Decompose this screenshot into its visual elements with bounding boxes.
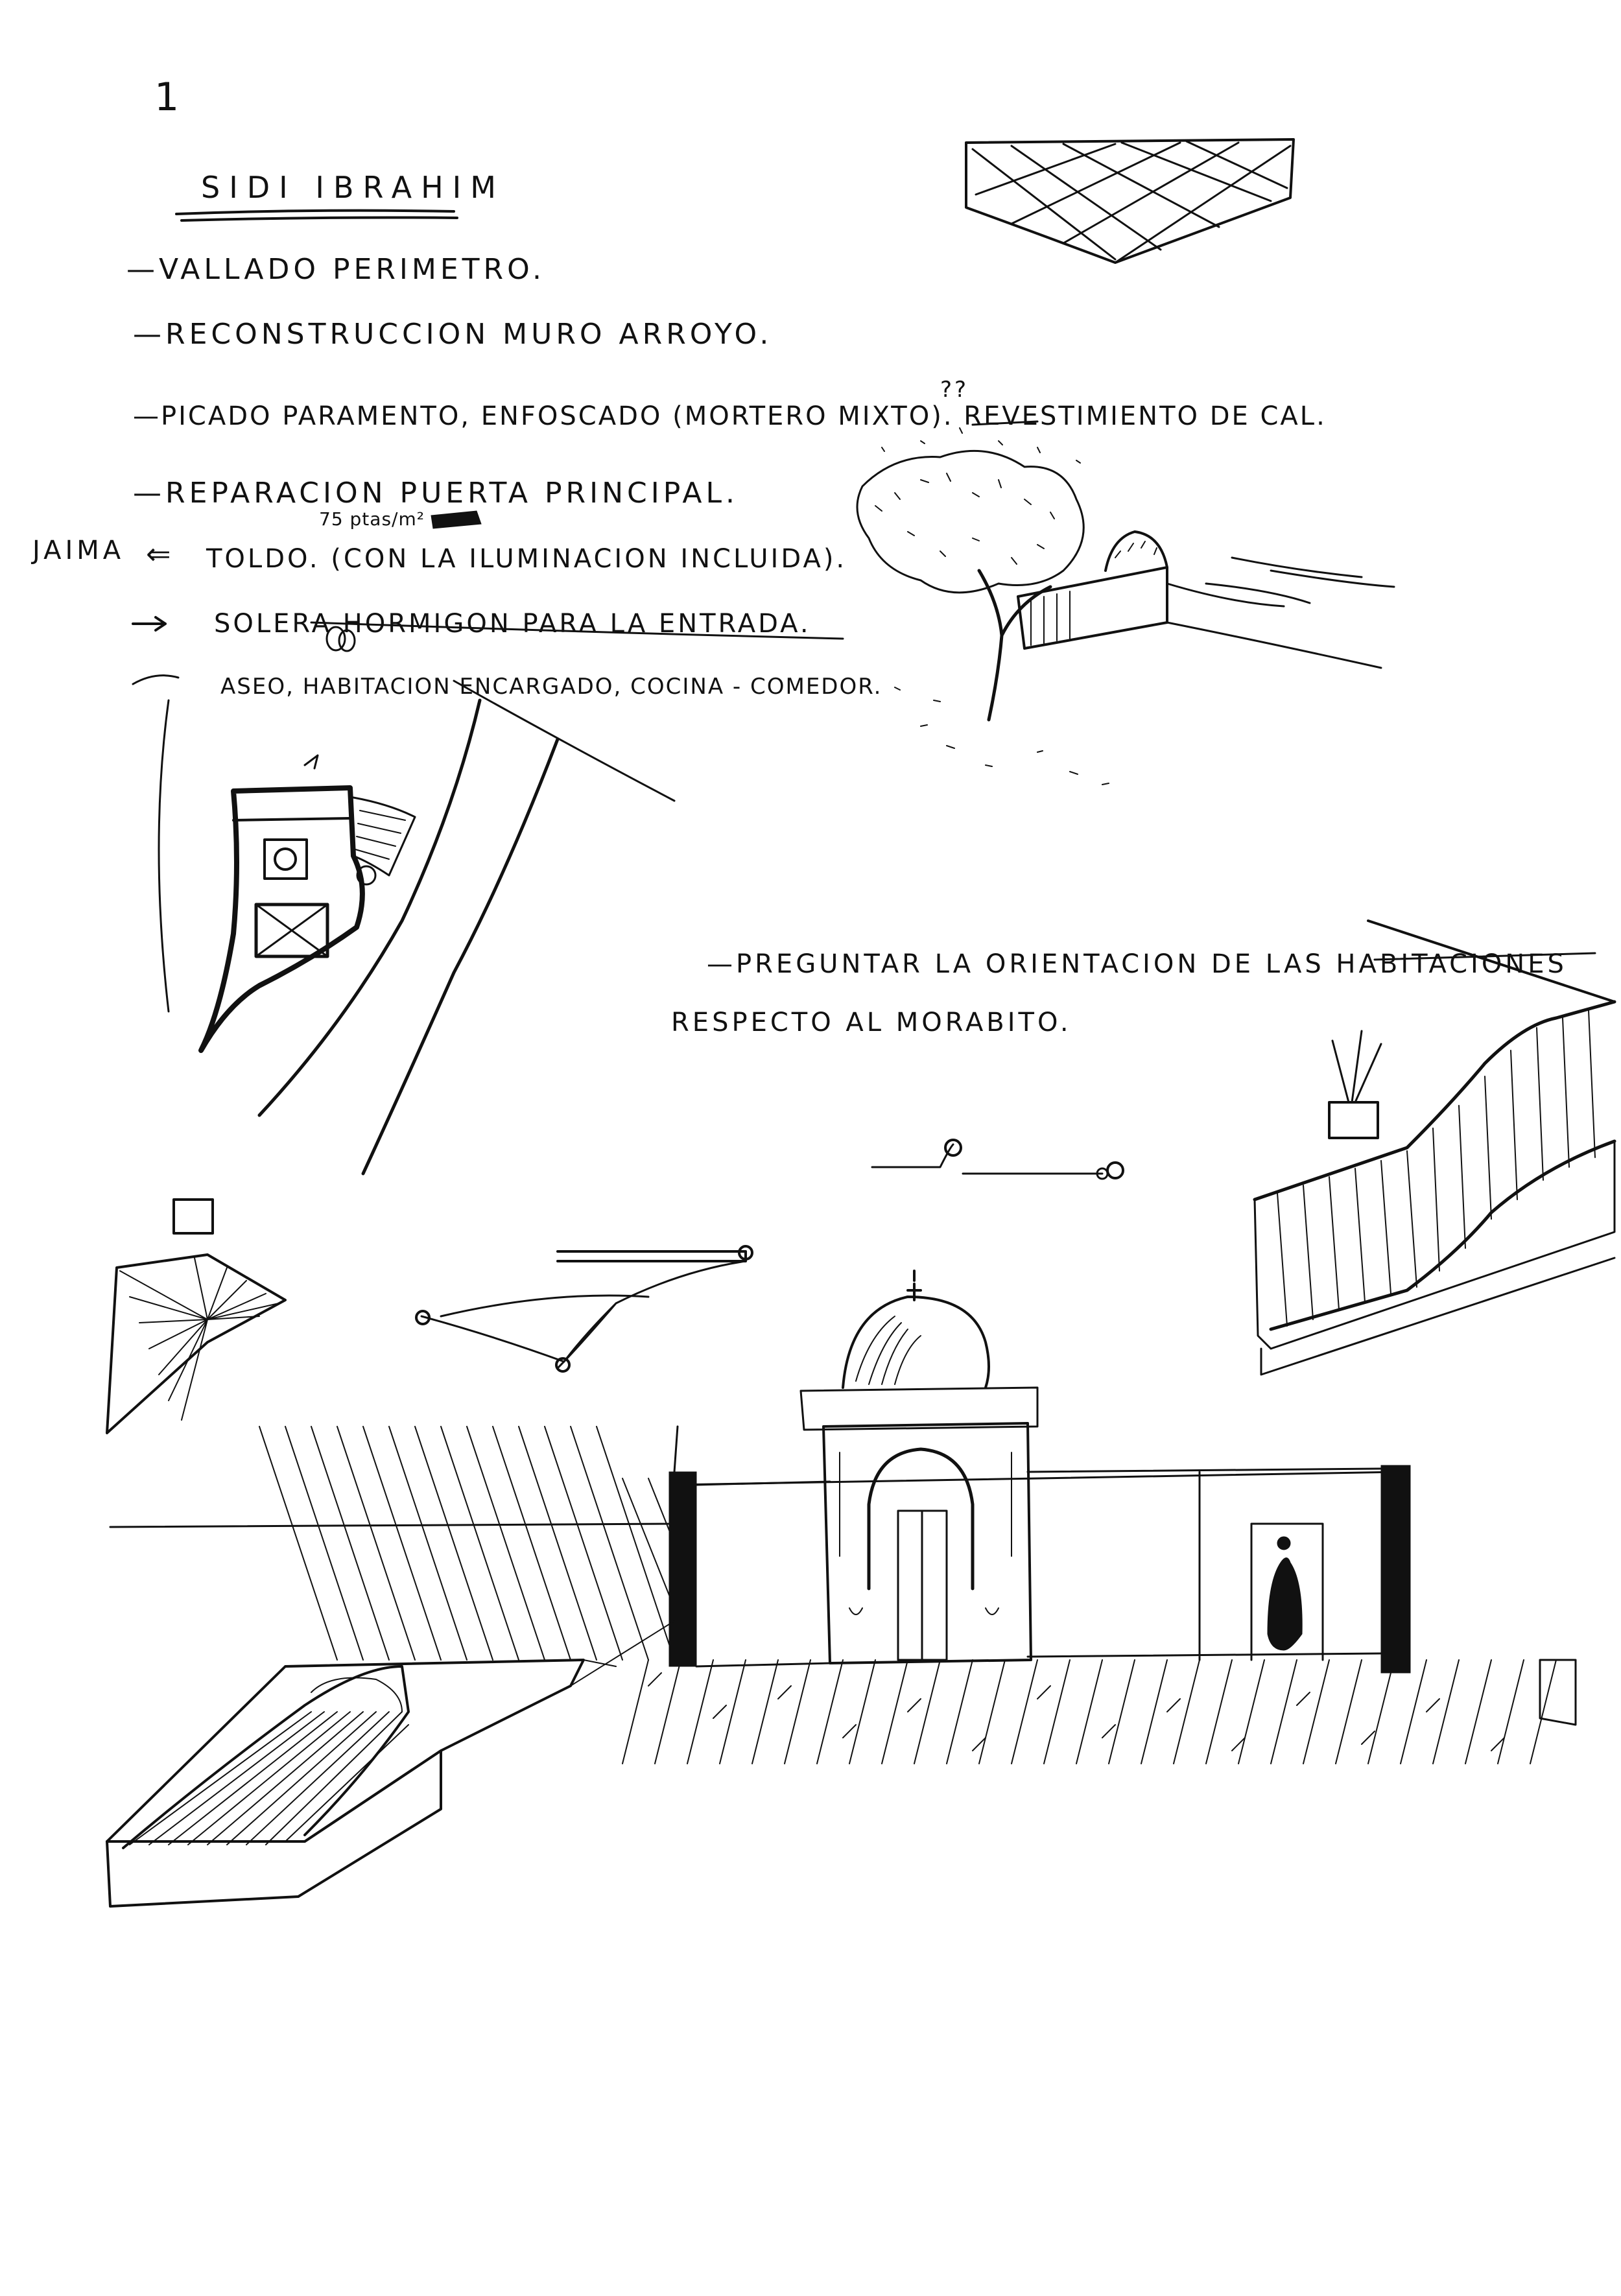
fence-sketch bbox=[1253, 919, 1616, 1376]
left-arrow-glyph: ⇐ bbox=[146, 536, 175, 571]
strike-line bbox=[453, 680, 676, 802]
question-note-line1: —PREGUNTAR LA ORIENTACION DE LAS HABITAC… bbox=[707, 949, 1567, 979]
note-item: SOLERA HORMIGON PARA LA ENTRADA. bbox=[214, 609, 811, 639]
awning-sketch bbox=[415, 1245, 753, 1373]
price-note: 75 ptas/m² bbox=[319, 508, 425, 530]
note-item: —REPARACION PUERTA PRINCIPAL. bbox=[133, 477, 739, 510]
notes-list: —VALLADO PERIMETRO. —RECONSTRUCCION MURO… bbox=[126, 253, 1327, 700]
note-item: —RECONSTRUCCION MURO ARROYO. bbox=[133, 318, 772, 351]
tent-pyramid-sketch bbox=[106, 1198, 287, 1434]
title-underline bbox=[175, 209, 458, 222]
note-item: —PICADO PARAMENTO, ENFOSCADO (MORTERO MI… bbox=[133, 401, 1327, 431]
strike-line bbox=[310, 621, 844, 640]
note-item: —VALLADO PERIMETRO. bbox=[126, 253, 545, 286]
tree-landscape-sketch bbox=[856, 427, 1395, 785]
note-item: ASEO, HABITACION ENCARGADO, COCINA - COM… bbox=[220, 674, 882, 700]
rope-anchor-detail bbox=[871, 1139, 1124, 1180]
arrow-icon bbox=[132, 616, 167, 632]
strike-line bbox=[1373, 952, 1596, 961]
site-plan-sketch bbox=[158, 698, 560, 1176]
question-note-line2: RESPECTO AL MORABITO. bbox=[671, 1008, 1072, 1037]
scribble-mark bbox=[431, 510, 482, 529]
tent-grid-sketch bbox=[965, 138, 1295, 264]
question-marks: ?? bbox=[940, 377, 969, 403]
aside-label: JAIMA bbox=[30, 536, 124, 565]
note-item: TOLDO. (CON LA ILUMINACION INCLUIDA). bbox=[206, 544, 847, 574]
tent-platform-sketch bbox=[106, 1620, 675, 1908]
page-number: 1 bbox=[154, 75, 183, 120]
strike-line bbox=[971, 420, 1039, 426]
morabito-perspective-sketch bbox=[109, 1270, 1577, 1764]
circle-mark bbox=[325, 626, 346, 652]
circle-mark bbox=[338, 629, 356, 652]
arrow-icon bbox=[132, 674, 180, 685]
page-title: SIDI IBRAHIM bbox=[201, 170, 505, 205]
